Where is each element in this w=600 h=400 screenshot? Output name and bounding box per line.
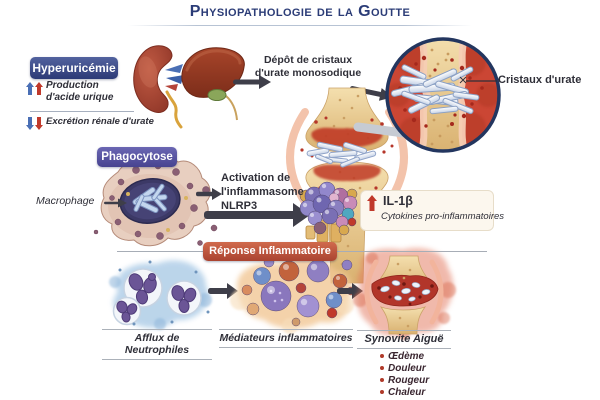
- bullet-icon: [380, 354, 384, 358]
- deposit-label: Dépôt de cristaux d'urate monosodique: [252, 54, 364, 80]
- increase-arrow-red-icon: [35, 82, 43, 95]
- activation-line2: l'inflammasome: [221, 186, 304, 198]
- increase-arrow-blue-icon: [26, 82, 34, 95]
- hyperuricemia-item-production: Production d'acide urique: [26, 80, 118, 104]
- section-label-hyperuricemia: Hyperuricémie: [30, 57, 118, 79]
- symptom-douleur: Douleur: [380, 363, 429, 375]
- hyperuricemia-item-excretion: Excrétion rénale d'urate: [26, 116, 154, 130]
- hyperuricemia-divider: [30, 111, 134, 112]
- il1b-panel: IL-1β Cytokines pro-inflammatoires: [360, 190, 504, 231]
- inflammatory-mediators-illustration: [230, 256, 356, 334]
- caption-afflux-neutrophiles: Afflux de Neutrophiles: [102, 329, 212, 360]
- activation-label: Activation de l'inflammasome NLRP3: [221, 171, 304, 213]
- response-rule-right: [337, 251, 487, 252]
- decrease-arrow-blue-icon: [26, 117, 34, 130]
- neutrophils-illustration: [109, 260, 212, 330]
- title-underline: [128, 25, 472, 26]
- magnifier-handle: [353, 122, 409, 138]
- arrow-macrophage-label: [104, 198, 127, 208]
- kidney-illustration: [133, 45, 184, 129]
- symptom-label: Chaleur: [388, 387, 426, 398]
- crystals-in-phagosome: [132, 183, 168, 214]
- section-label-reponse-inflammatoire: Réponse Inflammatoire: [203, 242, 337, 261]
- deposit-label-line2: d'urate monosodique: [254, 67, 362, 79]
- il1b-label: IL-1β: [383, 194, 413, 208]
- activation-line1: Activation de: [221, 172, 291, 184]
- urate-crystals-magnified: [390, 64, 480, 115]
- symptoms-list: Œdème Douleur Rougeur Chaleur: [380, 351, 429, 399]
- response-rule-left: [117, 251, 203, 252]
- macrophage-label: Macrophage: [36, 195, 95, 207]
- bullet-icon: [380, 378, 384, 382]
- symptom-label: Œdème: [388, 351, 425, 362]
- activation-line3: NLRP3: [221, 200, 258, 212]
- bullet-icon: [380, 366, 384, 370]
- arrow-activation-to-inflammasome: [204, 203, 310, 227]
- caption-synovite-aigue: Synovite Aiguë: [357, 330, 451, 349]
- symptom-label: Douleur: [388, 363, 426, 374]
- excretion-renale-label: Excrétion rénale d'urate: [46, 116, 154, 127]
- arrow-mediators-to-synovitis: [337, 283, 363, 299]
- decrease-arrow-red-icon: [35, 117, 43, 130]
- arrow-macrophage-to-activation: [196, 188, 222, 200]
- liver-illustration: [181, 47, 245, 121]
- bullet-icon: [380, 390, 384, 394]
- macrophage-illustration: [93, 155, 218, 247]
- crystals-pointer-line: [459, 76, 497, 84]
- symptom-chaleur: Chaleur: [380, 387, 429, 399]
- deposit-label-line1: Dépôt de cristaux: [263, 54, 353, 66]
- page-title: Physiopathologie de la Goutte: [189, 3, 411, 20]
- arrow-organs-to-deposit: [233, 75, 271, 89]
- symptom-label: Rougeur: [388, 375, 430, 386]
- section-label-phagocytose: Phagocytose: [97, 147, 177, 167]
- symptom-oedeme: Œdème: [380, 351, 429, 363]
- symptom-rougeur: Rougeur: [380, 375, 429, 387]
- crystals-label: Cristaux d'urate: [498, 74, 582, 86]
- caption-mediateurs-inflammatoires: Médiateurs inflammatoires: [219, 329, 353, 348]
- crystal-magnified-inset: [385, 37, 501, 153]
- increase-arrow-il1b-icon: [367, 195, 377, 211]
- urate-crystals-in-joint: [306, 141, 377, 168]
- arrow-neutrophils-to-mediators: [208, 283, 238, 299]
- cytokines-label: Cytokines pro-inflammatoires: [381, 211, 505, 222]
- inflammasome-illustration: [299, 181, 358, 243]
- acute-synovitis-illustration: [353, 248, 456, 340]
- production-acide-urique-label: Production d'acide urique: [46, 80, 114, 103]
